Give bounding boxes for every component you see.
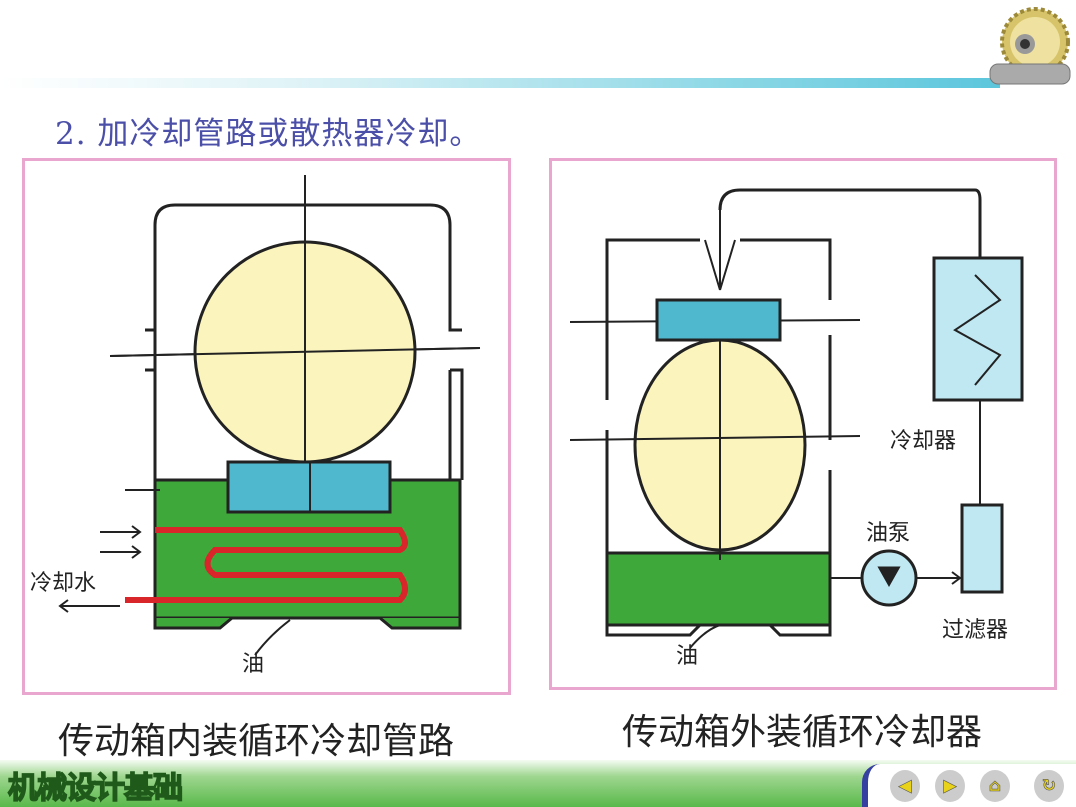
right-oil-label: 油: [676, 644, 699, 669]
cooling-water-label: 冷却水: [30, 571, 97, 596]
prev-button[interactable]: ◀: [890, 770, 920, 802]
worm-gear-logo: [989, 7, 1071, 85]
prev-icon: ◀: [898, 776, 912, 797]
return-button[interactable]: ↻: [1034, 770, 1064, 802]
left-oil-label: 油: [242, 652, 265, 677]
pump-label: 油泵: [866, 521, 911, 546]
cooler-label: 冷却器: [890, 429, 957, 454]
next-icon: ▶: [943, 776, 957, 797]
right-caption: 传动箱外装循环冷却器: [622, 712, 983, 753]
nav-bar: ◀ ▶ ⌂ ↻: [862, 764, 1076, 807]
brand-title: 机械设计基础: [7, 770, 184, 807]
filter-label: 过滤器: [942, 618, 1009, 643]
home-button[interactable]: ⌂: [980, 770, 1010, 802]
header-divider: [0, 78, 1000, 88]
right-figure-panel: [549, 158, 1057, 690]
left-caption: 传动箱内装循环冷却管路: [58, 721, 455, 762]
left-figure-panel: [22, 158, 511, 695]
next-button[interactable]: ▶: [935, 770, 965, 802]
home-icon: ⌂: [988, 776, 1002, 797]
return-icon: ↻: [1041, 776, 1057, 797]
slide-title: 2. 加冷却管路或散热器冷却。: [55, 116, 482, 152]
